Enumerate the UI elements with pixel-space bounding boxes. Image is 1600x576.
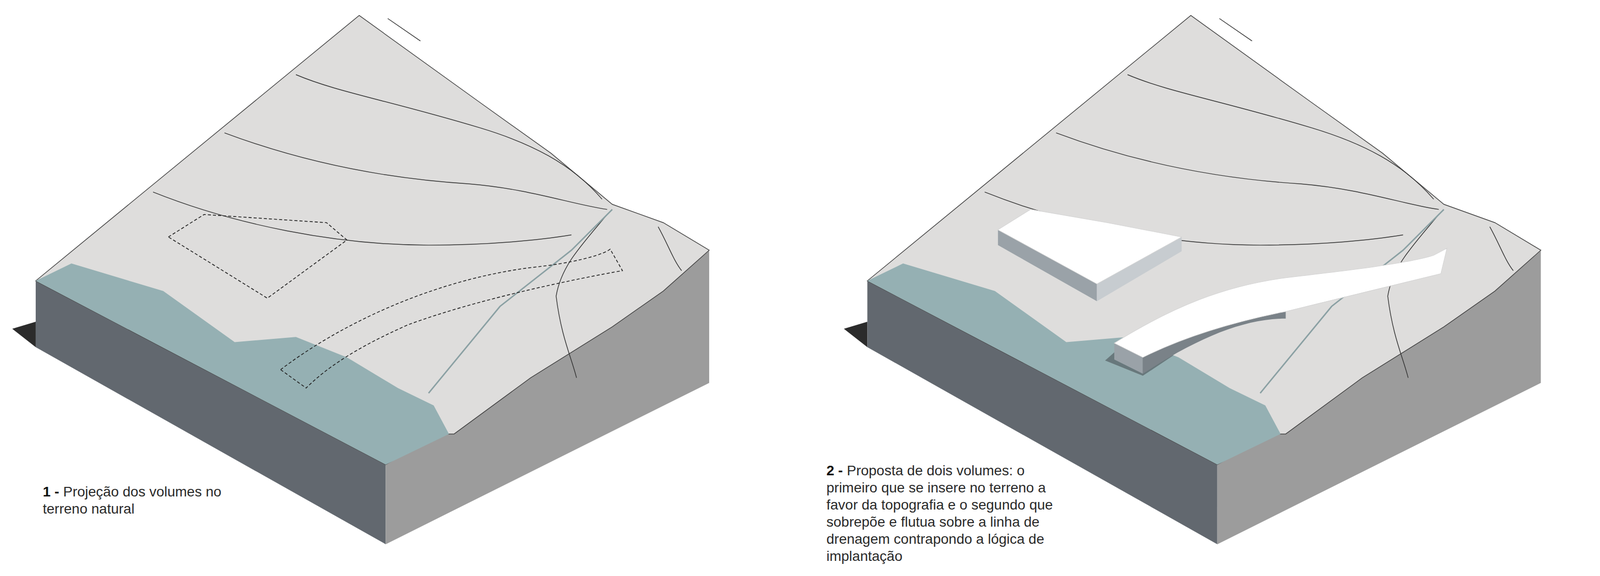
caption-text: Projeção dos volumes no terreno natural [42,483,222,517]
caption-number: 1 - [42,483,60,500]
caption: 1 - Projeção dos volumes no terreno natu… [42,483,255,518]
caption-number: 2 - [826,462,844,479]
caption: 2 - Proposta de dois volumes: o primeiro… [826,462,1079,565]
caption-text: Proposta de dois volumes: o primeiro que… [826,462,1053,564]
